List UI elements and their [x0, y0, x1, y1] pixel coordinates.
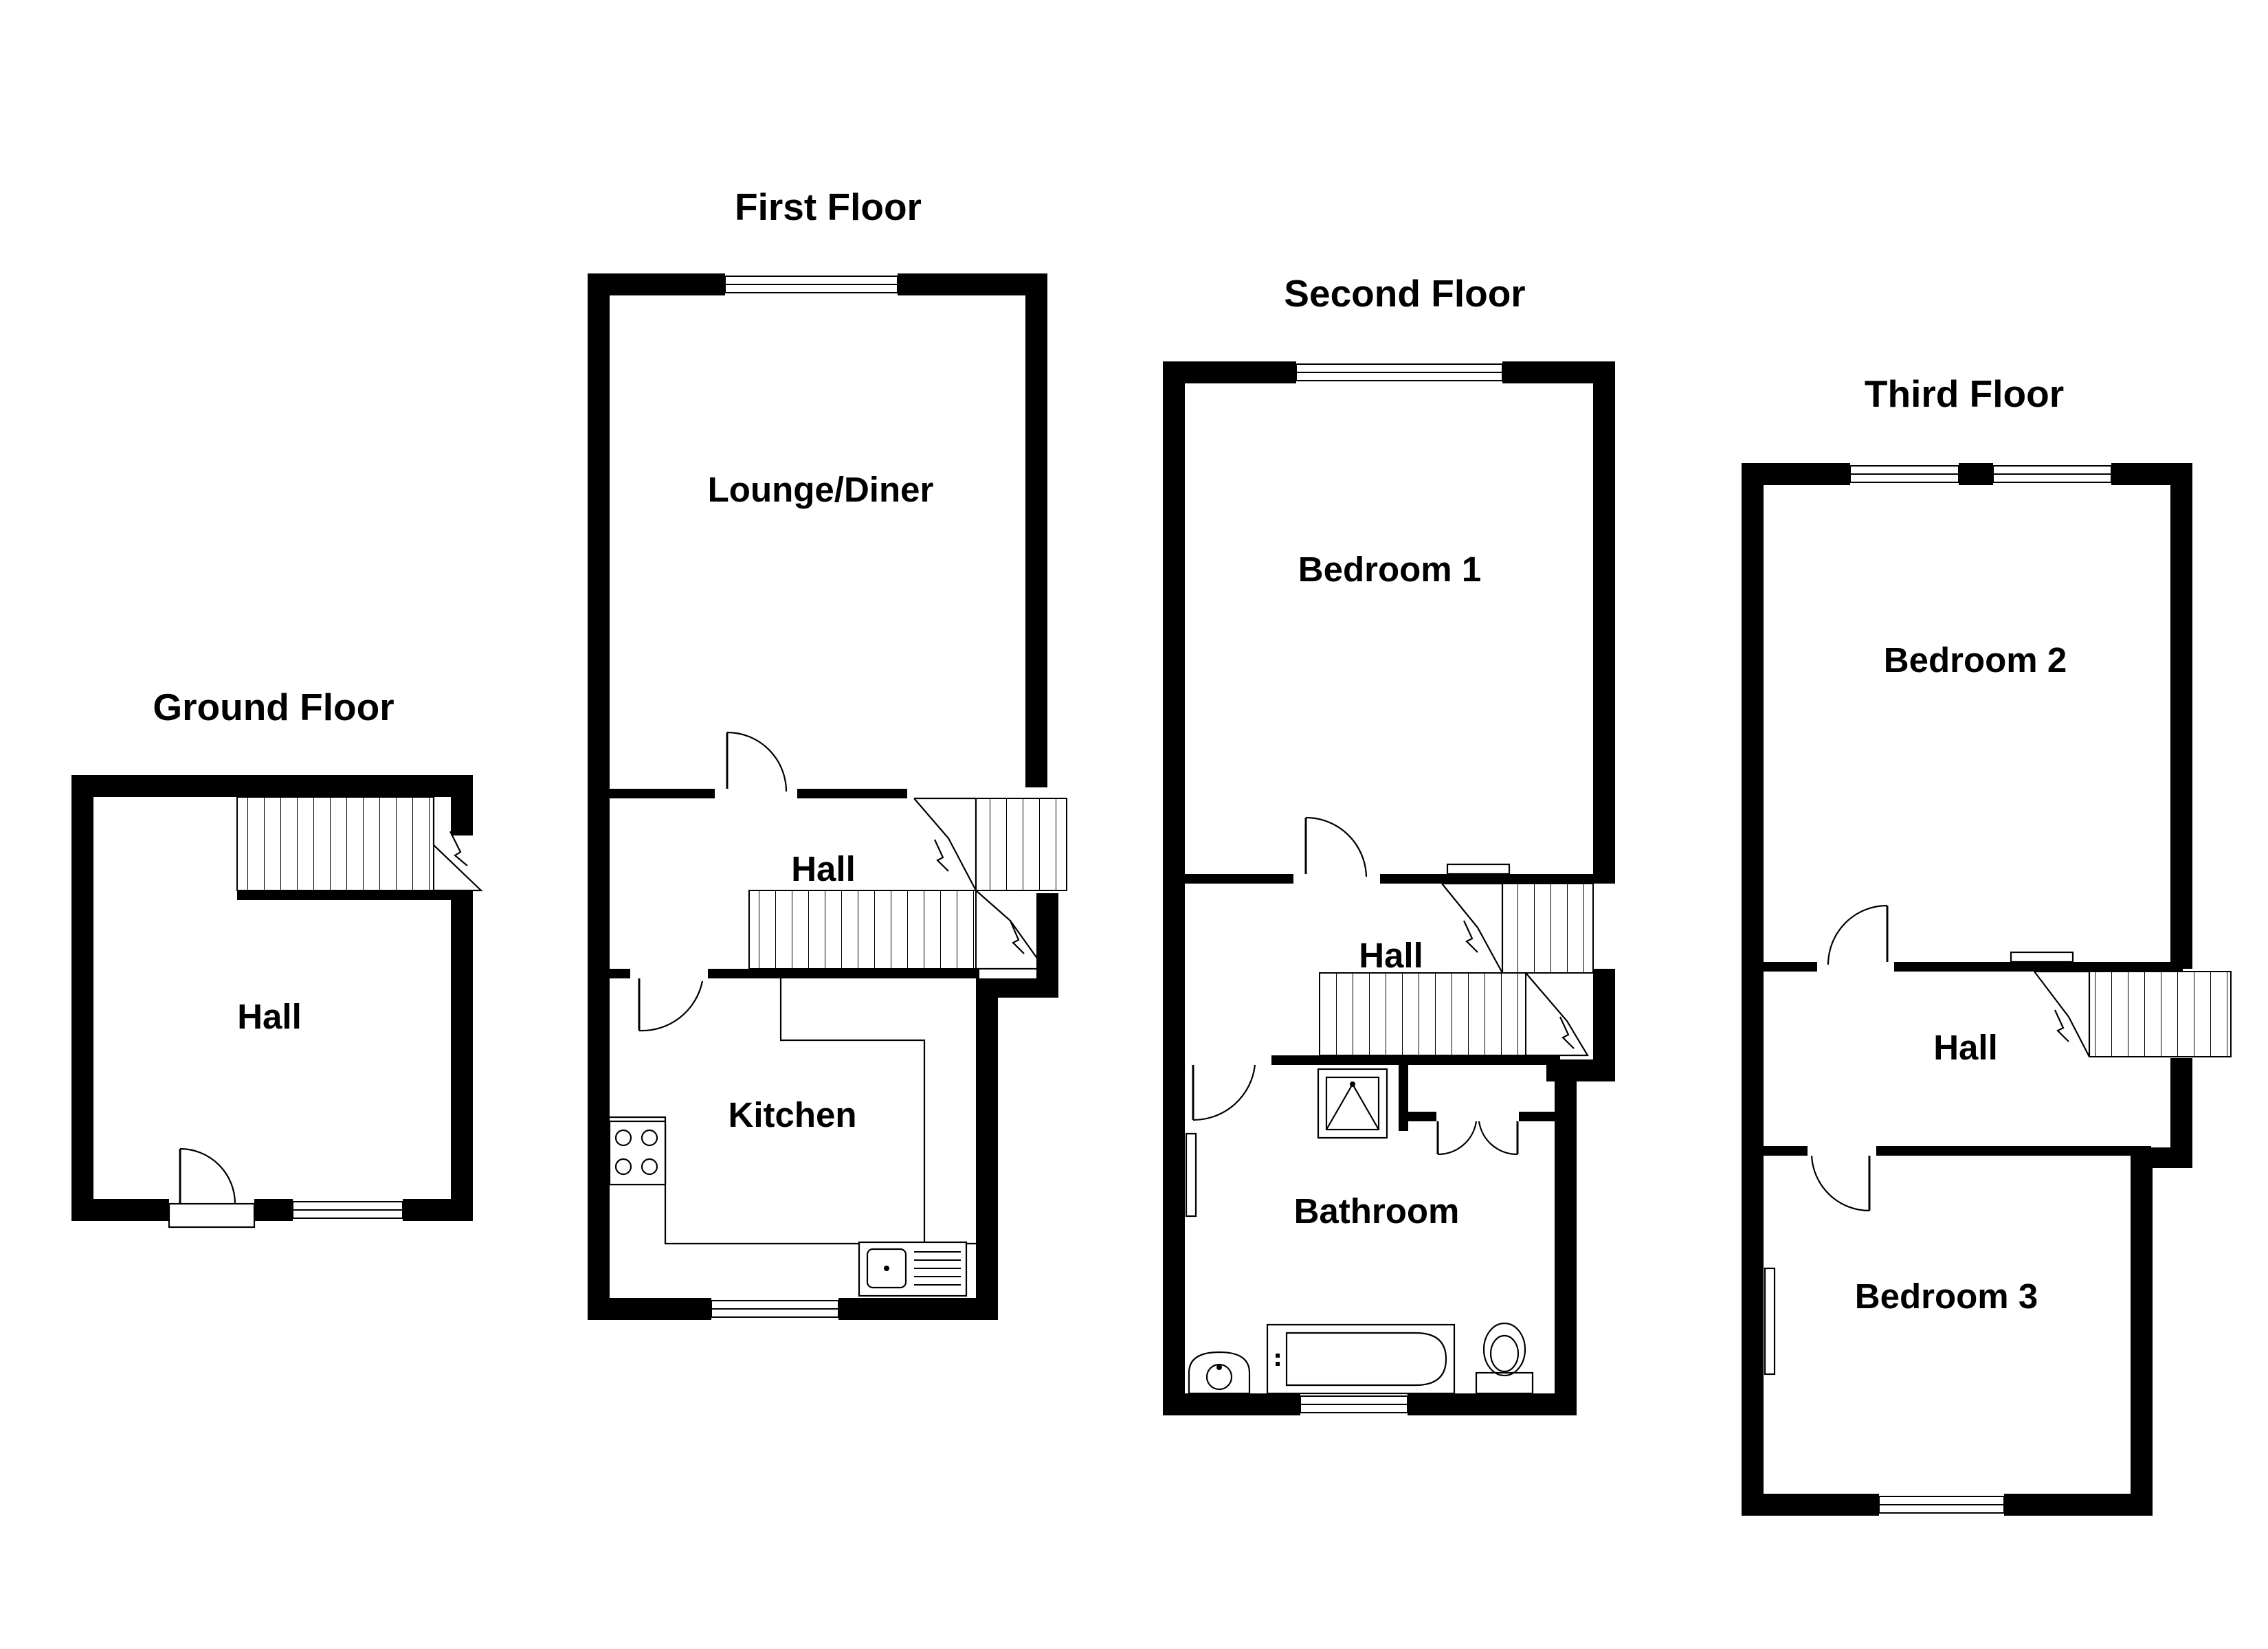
toilet-icon — [1475, 1322, 1534, 1395]
door-icon — [726, 731, 788, 792]
bath-icon — [1266, 1323, 1456, 1395]
window-icon — [1296, 363, 1503, 381]
room-label-hall: Hall — [1933, 1028, 1998, 1067]
third-floor-walls — [1742, 463, 2192, 1516]
ground-floor-walls — [71, 775, 473, 1221]
door-icon — [1436, 1121, 1519, 1156]
radiator-icon — [2010, 951, 2074, 963]
staircase-icon — [748, 797, 1067, 970]
room-label-hall: Hall — [237, 997, 302, 1036]
second-floor-walls — [1163, 361, 1615, 1415]
door-icon — [638, 978, 704, 1032]
window-icon — [711, 1300, 839, 1318]
room-label-bedroom-1: Bedroom 1 — [1298, 550, 1481, 589]
room-label-kitchen: Kitchen — [728, 1095, 856, 1134]
hob-icon — [608, 1120, 667, 1186]
room-label-bedroom-3: Bedroom 3 — [1855, 1277, 2038, 1316]
staircase-icon — [236, 796, 483, 892]
door-icon — [1192, 1064, 1256, 1121]
radiator-icon — [1764, 1267, 1776, 1376]
door-icon — [1304, 816, 1368, 877]
door-icon — [1827, 904, 1889, 965]
second-floor: Second Floor — [1163, 272, 1615, 1415]
window-icon — [724, 276, 898, 293]
room-label-bathroom: Bathroom — [1294, 1191, 1460, 1231]
first-floor-walls — [588, 273, 1058, 1320]
room-label-hall: Hall — [1359, 936, 1423, 975]
third-floor-title: Third Floor — [1865, 372, 2064, 415]
staircase-icon — [1319, 882, 1594, 1057]
second-floor-title: Second Floor — [1284, 272, 1525, 315]
room-label-bedroom-2: Bedroom 2 — [1884, 640, 2067, 680]
door-icon — [1810, 1155, 1871, 1212]
window-icon — [1300, 1395, 1408, 1413]
room-label-lounge-diner: Lounge/Diner — [708, 470, 934, 509]
shower-icon — [1317, 1068, 1388, 1139]
radiator-icon — [1446, 863, 1511, 875]
staircase-icon — [2034, 970, 2232, 1057]
window-icon — [1992, 465, 2112, 483]
ground-floor-title: Ground Floor — [153, 686, 394, 728]
radiator-icon — [1185, 1132, 1197, 1218]
sink-icon — [858, 1241, 968, 1297]
first-floor-title: First Floor — [735, 186, 922, 228]
basin-icon — [1188, 1351, 1251, 1395]
door-icon — [168, 1147, 256, 1229]
window-icon — [1849, 465, 1959, 483]
first-floor: First Floor — [588, 186, 1067, 1320]
window-icon — [292, 1201, 403, 1219]
room-label-hall: Hall — [791, 849, 856, 888]
third-floor: Third Floor — [1742, 372, 2232, 1516]
window-icon — [1878, 1496, 2005, 1514]
ground-floor: Ground Floor Hall — [71, 686, 483, 1229]
